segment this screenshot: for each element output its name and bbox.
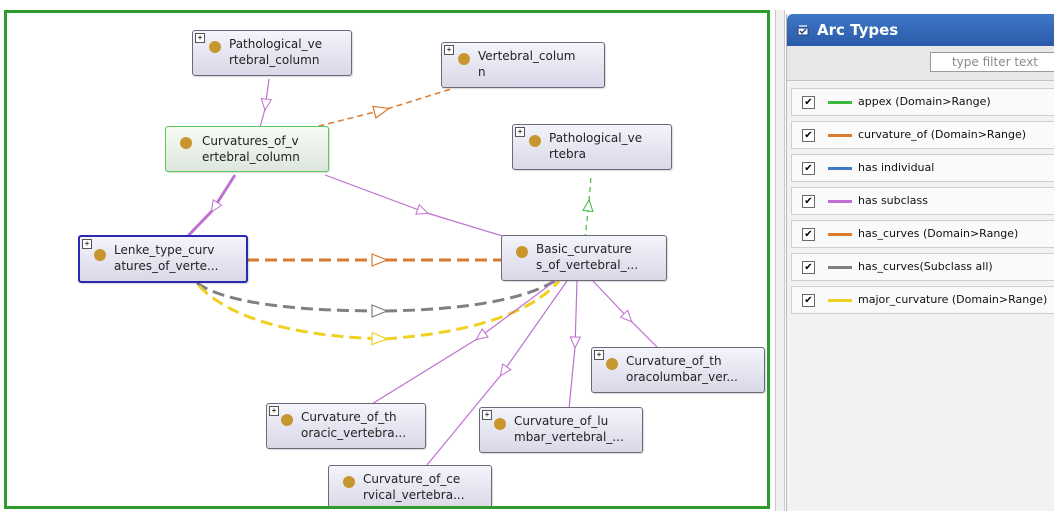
node-label: Curvature_of_ce xyxy=(363,472,461,486)
expand-icon[interactable]: + xyxy=(269,406,279,416)
node-label: Pathological_ve xyxy=(229,37,323,51)
node-label: Pathological_ve xyxy=(549,131,643,145)
node-label: Vertebral_colum xyxy=(478,49,576,63)
node-label: rtebra xyxy=(549,147,586,161)
node-label: Lenke_type_curv xyxy=(114,243,215,257)
arc-type-label: major_curvature (Domain>Range) xyxy=(858,293,1048,306)
arc-color-swatch xyxy=(828,134,852,137)
graph-edges xyxy=(183,78,660,466)
panel-splitter[interactable] xyxy=(775,10,785,511)
node-label: s_of_vertebral_... xyxy=(536,258,639,272)
node-curvature-thoracolumbar[interactable]: + Curvature_of_th oracolumbar_ver... xyxy=(591,347,765,393)
arc-type-checkbox[interactable]: ✔ xyxy=(802,129,815,142)
edge-subclass-curv-basic xyxy=(324,174,430,215)
node-label: mbar_vertebral_... xyxy=(514,430,624,444)
node-label: rtebral_column xyxy=(229,53,320,67)
arc-type-label: has individual xyxy=(858,161,935,174)
edge-subclass-basic-cervical xyxy=(499,280,568,377)
arc-type-label: curvature_of (Domain>Range) xyxy=(858,128,1027,141)
arc-type-item[interactable]: ✔ has_curves (Domain>Range) xyxy=(791,220,1054,248)
edge-subclass-pathcol-curv xyxy=(260,78,273,112)
edge-subclass-basic-lumbar xyxy=(569,280,582,350)
arc-type-item[interactable]: ✔ curvature_of (Domain>Range) xyxy=(791,121,1054,149)
arc-type-label: has_curves(Subclass all) xyxy=(858,260,993,273)
type-filter-input[interactable] xyxy=(930,52,1054,72)
class-icon xyxy=(516,246,528,258)
node-curvature-lumbar[interactable]: + Curvature_of_lu mbar_vertebral_... xyxy=(479,407,643,453)
arc-type-checkbox[interactable]: ✔ xyxy=(802,96,815,109)
arc-color-swatch xyxy=(828,233,852,236)
class-icon xyxy=(343,476,355,488)
graph-view[interactable]: + Pathological_ve rtebral_column + Verte… xyxy=(4,10,770,509)
node-label: Curvature_of_th xyxy=(626,354,722,368)
class-icon xyxy=(529,135,541,147)
node-label: ertebral_column xyxy=(202,150,300,164)
node-label: oracic_vertebra... xyxy=(301,426,407,440)
node-curvatures-of-vertebral-column[interactable]: Curvatures_of_v ertebral_column xyxy=(165,126,329,172)
arc-types-panel: Arc Types ✔ appex (Domain>Range) ✔ curvatur… xyxy=(786,14,1054,511)
class-icon xyxy=(94,249,106,261)
edge-subclass-basic-thoracolumbar xyxy=(592,280,633,323)
edge-major-curvature xyxy=(197,284,389,346)
node-vertebral-column[interactable]: + Vertebral_colum n xyxy=(441,42,605,88)
node-basic-curvatures[interactable]: Basic_curvature s_of_vertebral_... xyxy=(501,235,667,281)
class-icon xyxy=(209,41,221,53)
node-pathological-vertebral-column[interactable]: + Pathological_ve rtebral_column xyxy=(192,30,352,76)
edge-appex xyxy=(582,198,594,240)
arc-type-checkbox[interactable]: ✔ xyxy=(802,261,815,274)
arc-type-label: appex (Domain>Range) xyxy=(858,95,991,108)
node-label: atures_of_verte... xyxy=(114,259,219,273)
arc-type-checkbox[interactable]: ✔ xyxy=(802,162,815,175)
arc-color-swatch xyxy=(828,167,852,170)
arc-color-swatch xyxy=(828,200,852,203)
arc-type-checkbox[interactable]: ✔ xyxy=(802,195,815,208)
expand-icon[interactable]: + xyxy=(444,45,454,55)
node-curvature-cervical[interactable]: Curvature_of_ce rvical_vertebra... xyxy=(328,465,492,506)
node-label: Curvature_of_th xyxy=(301,410,397,424)
node-curvature-thoracic[interactable]: + Curvature_of_th oracic_vertebra... xyxy=(266,403,426,449)
expand-icon[interactable]: + xyxy=(82,239,92,249)
filter-row xyxy=(787,46,1054,81)
arc-type-item[interactable]: ✔ appex (Domain>Range) xyxy=(791,88,1054,116)
expand-icon[interactable]: + xyxy=(594,350,604,360)
class-icon xyxy=(180,137,192,149)
node-lenke-type-curvatures[interactable]: + Lenke_type_curv atures_of_verte... xyxy=(78,235,248,283)
expand-icon[interactable]: + xyxy=(515,127,525,137)
node-pathological-vertebra[interactable]: + Pathological_ve rtebra xyxy=(512,124,672,170)
class-icon xyxy=(606,358,618,370)
class-icon xyxy=(281,414,293,426)
expand-icon[interactable]: + xyxy=(195,33,205,43)
arc-types-title: Arc Types xyxy=(817,21,899,39)
arc-color-swatch xyxy=(828,101,852,104)
node-label: Basic_curvature xyxy=(536,242,632,256)
arc-type-label: has_curves (Domain>Range) xyxy=(858,227,1019,240)
arc-type-item[interactable]: ✔ has_curves(Subclass all) xyxy=(791,253,1054,281)
node-label: Curvature_of_lu xyxy=(514,414,609,428)
arc-type-checkbox[interactable]: ✔ xyxy=(802,294,815,307)
arc-type-item[interactable]: ✔ has subclass xyxy=(791,187,1054,215)
arc-type-item[interactable]: ✔ has individual xyxy=(791,154,1054,182)
node-label: Curvatures_of_v xyxy=(202,134,299,148)
arc-type-checkbox[interactable]: ✔ xyxy=(802,228,815,241)
expand-icon[interactable]: + xyxy=(482,410,492,420)
edge-subclass-curv-lenke xyxy=(210,174,237,213)
arc-color-swatch xyxy=(828,266,852,269)
arc-type-item[interactable]: ✔ major_curvature (Domain>Range) xyxy=(791,286,1054,314)
node-label: oracolumbar_ver... xyxy=(626,370,738,384)
edge-subclass-basic-thoracic xyxy=(475,280,556,341)
class-icon xyxy=(494,418,506,430)
arc-types-icon xyxy=(797,25,809,36)
edge-has-curves-subclass-all xyxy=(196,281,389,318)
node-label: n xyxy=(478,65,486,79)
class-icon xyxy=(458,53,470,65)
arc-color-swatch xyxy=(828,299,852,302)
node-label: rvical_vertebra... xyxy=(363,488,465,502)
arc-type-label: has subclass xyxy=(858,194,928,207)
arc-types-header: Arc Types xyxy=(787,14,1054,46)
